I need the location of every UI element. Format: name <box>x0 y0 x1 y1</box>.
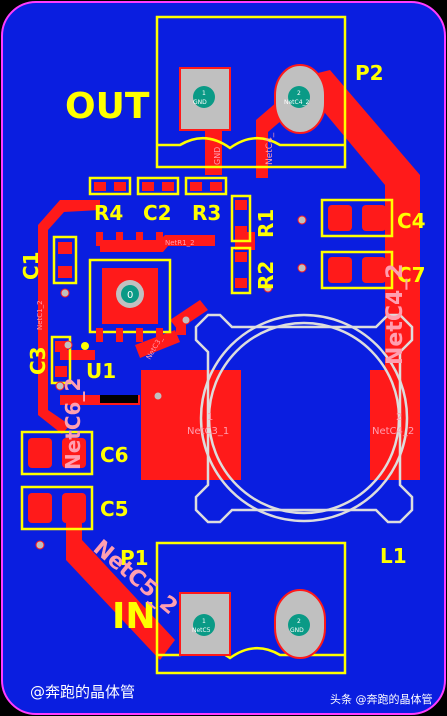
label-c2: C2 <box>143 201 172 225</box>
trace-netc1 <box>38 200 100 434</box>
c1-footprint <box>52 235 78 285</box>
l1-pad2-net: NetC4_2 <box>372 426 414 437</box>
net-label-netc6: NetC6_2 <box>61 378 85 470</box>
net-label-gnd-p2: GND <box>213 147 222 165</box>
p1-pad-1-drill <box>193 614 215 636</box>
l1-outline <box>194 313 414 524</box>
p1-pad1-net: NetC5 <box>192 627 211 634</box>
trace-u1-right <box>170 300 208 330</box>
l1-pad-2 <box>370 370 420 480</box>
r1-r2-footprints <box>230 194 252 295</box>
p1-pad-2-drill <box>288 614 310 636</box>
label-p2: P2 <box>355 61 384 85</box>
copper-traces <box>38 70 420 660</box>
vias <box>35 215 307 550</box>
c4-c7-footprints <box>320 198 394 290</box>
l1-pad1-num: 1 <box>207 412 213 423</box>
p2-pad2-num: 2 <box>297 90 301 97</box>
label-c5: C5 <box>100 497 129 521</box>
r4-c2-r3-footprints <box>88 176 228 196</box>
label-out: OUT <box>65 86 150 127</box>
trace-netc3 <box>135 330 180 358</box>
label-c6: C6 <box>100 443 129 467</box>
u1-center-num: 0 <box>127 290 133 301</box>
trace-p2-gnd <box>205 120 222 175</box>
label-l1: L1 <box>380 544 407 568</box>
p2-pad1-net: GND <box>193 99 207 106</box>
label-c7: C7 <box>397 263 426 287</box>
net-label-netc4-big: NetC4_2 <box>383 263 408 365</box>
l1-pad2-num: 2 <box>396 412 402 423</box>
trace-netc4-main <box>290 70 420 372</box>
p2-pad2-net: NetC4_2 <box>284 99 310 106</box>
u1-footprint <box>81 232 186 350</box>
trace-netc5-main <box>66 510 175 660</box>
p1-connector <box>155 541 347 675</box>
label-u1: U1 <box>86 359 116 383</box>
watermark-right: 头条 @奔跑的晶体管 <box>330 692 433 706</box>
net-label-netc1: NetC1_2 <box>36 300 44 330</box>
c6-c5-footprints <box>20 430 94 531</box>
label-in: IN <box>112 596 156 637</box>
label-c4: C4 <box>397 209 426 233</box>
p2-connector <box>155 15 347 169</box>
p1-pad2-net: GND <box>290 627 304 634</box>
p2-pad-1-drill <box>193 86 215 108</box>
label-c1: C1 <box>19 251 43 280</box>
l1-pad1-net: NetC3_1 <box>187 426 229 437</box>
watermark-left: @奔跑的晶体管 <box>30 683 135 701</box>
p2-pad-2-drill <box>288 86 310 108</box>
label-r1: R1 <box>254 209 278 238</box>
p1-pad1-num: 1 <box>202 618 206 625</box>
label-p1: P1 <box>120 546 149 570</box>
l1-pad-1 <box>141 370 241 480</box>
label-r4: R4 <box>94 201 123 225</box>
p1-pad2-num: 2 <box>297 618 301 625</box>
label-r2: R2 <box>254 261 278 290</box>
label-c3: C3 <box>26 346 50 375</box>
net-label-netc4-top: NetC4_ <box>265 132 275 165</box>
label-r3: R3 <box>192 201 221 225</box>
p2-pad1-num: 1 <box>202 90 206 97</box>
net-label-netr1: NetR1_2 <box>165 239 195 247</box>
